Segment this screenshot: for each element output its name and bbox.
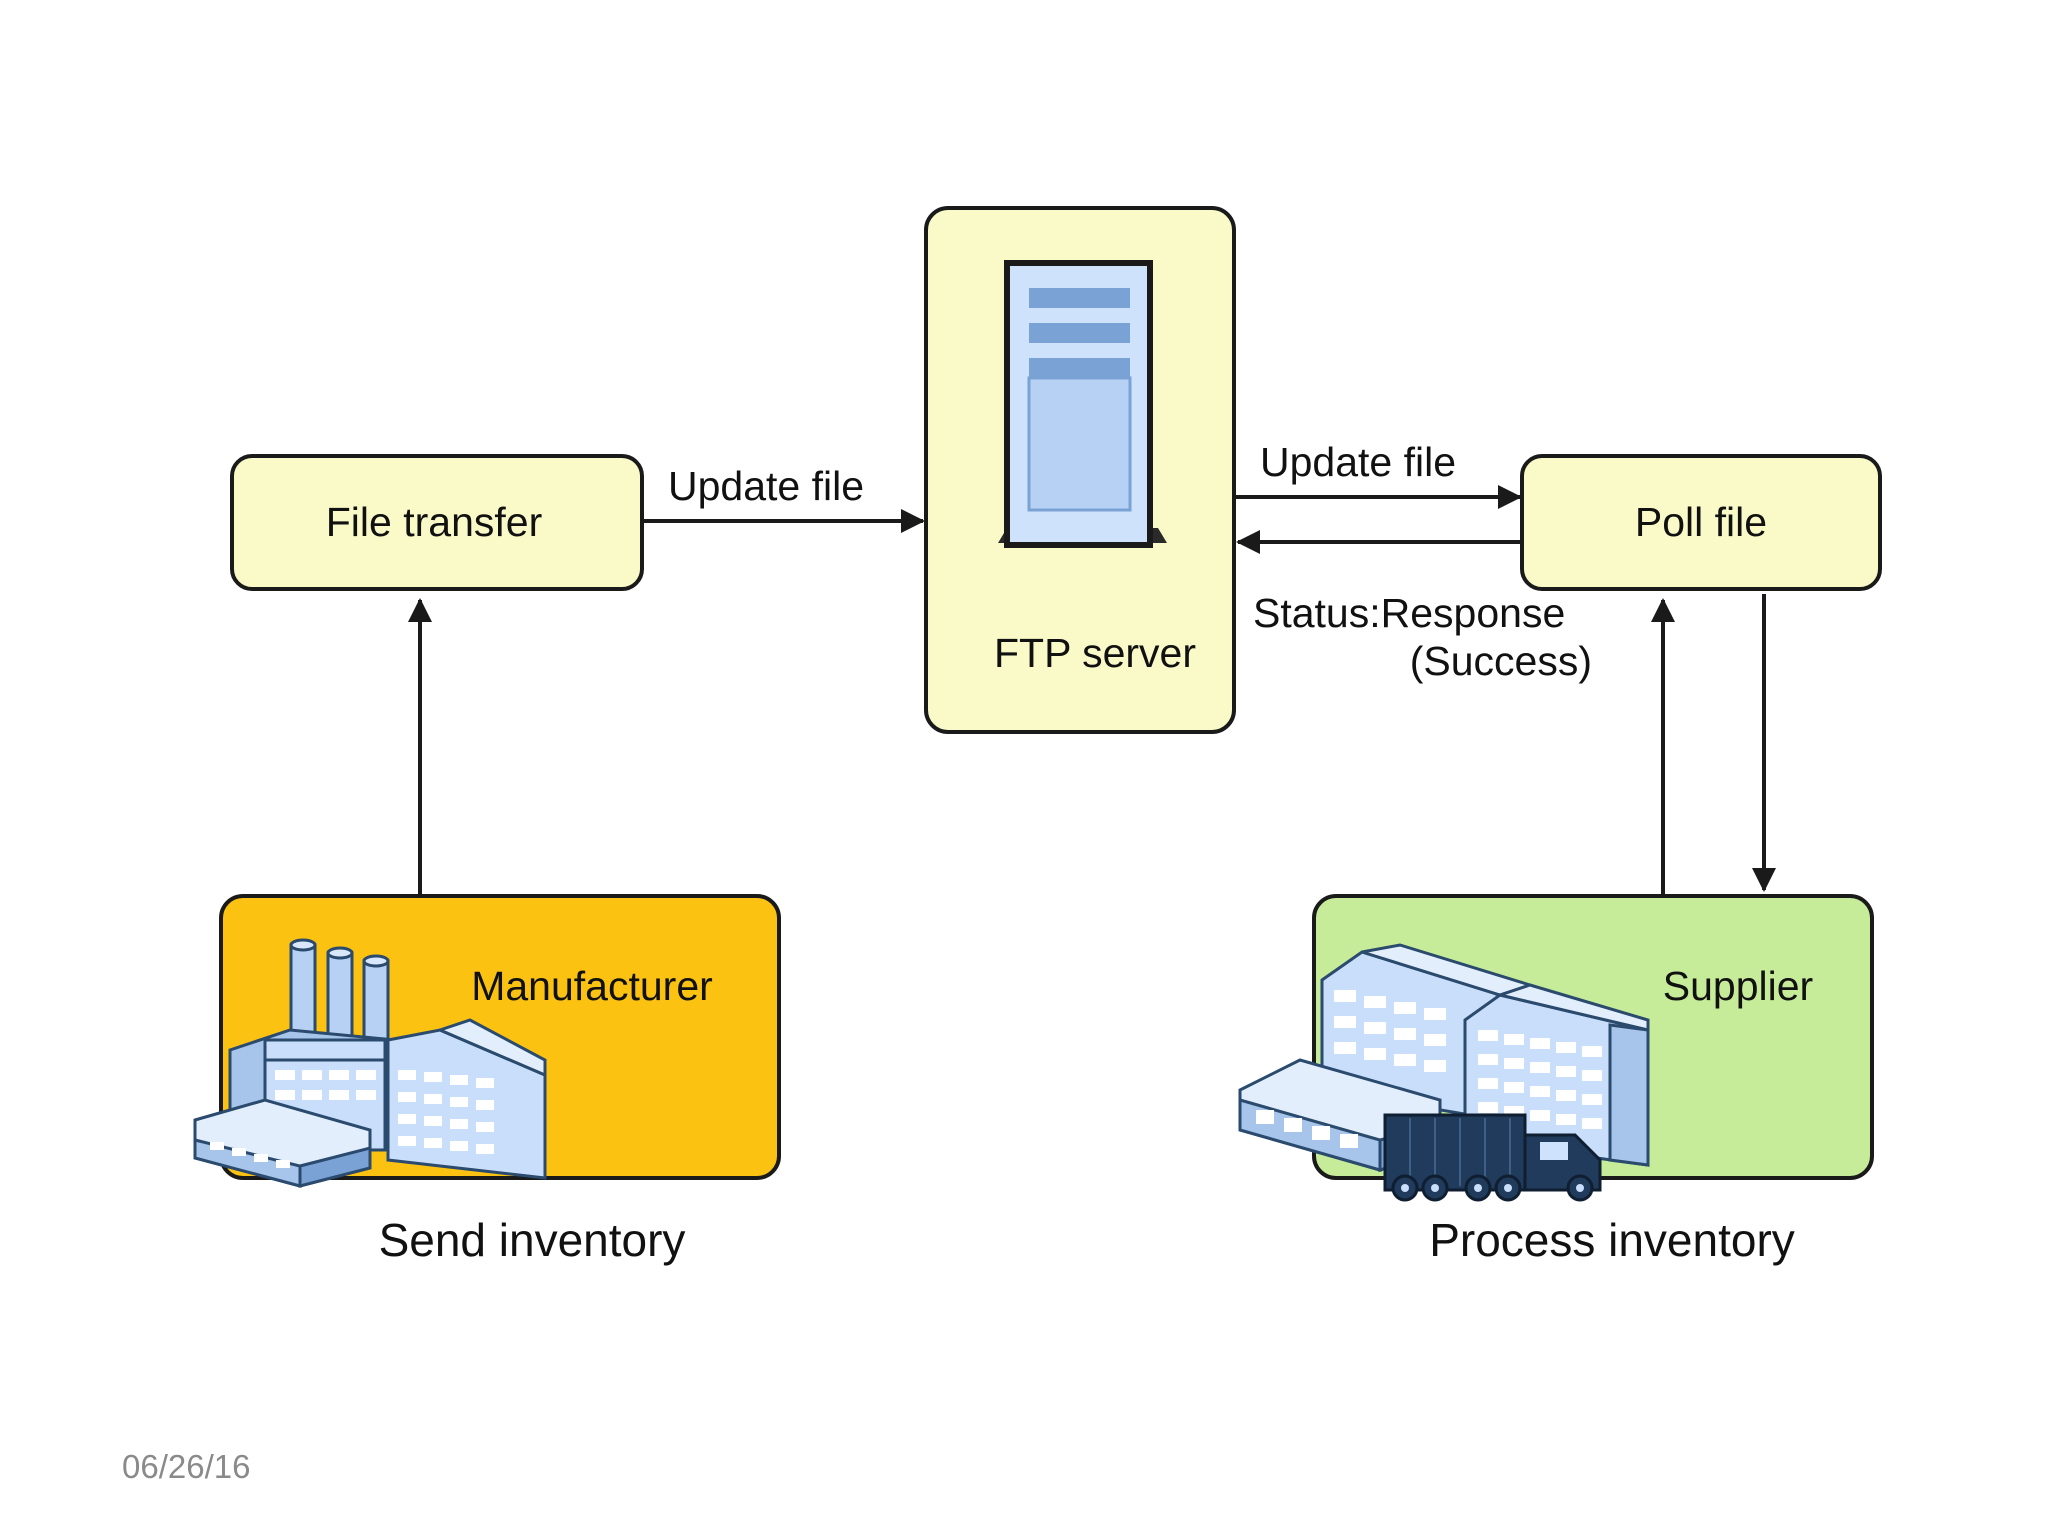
ftp-server-label: FTP server: [994, 630, 1196, 676]
update-file-label-left: Update file: [668, 463, 864, 509]
status-success-label: (Success): [1410, 638, 1592, 684]
connectors: [408, 485, 1776, 895]
factory-icon: [193, 938, 547, 1188]
file-transfer-node: File transfer: [230, 454, 644, 591]
server-tower-icon: [998, 260, 1167, 548]
truck-icon: [1383, 1113, 1602, 1202]
ftp-server-node: FTP server: [924, 206, 1236, 734]
process-inventory-caption: Process inventory: [1429, 1214, 1795, 1266]
file-transfer-label: File transfer: [326, 499, 542, 545]
supplier-label: Supplier: [1663, 963, 1813, 1009]
footer-date: 06/26/16: [122, 1448, 250, 1485]
send-inventory-caption: Send inventory: [379, 1214, 686, 1266]
manufacturer-label: Manufacturer: [471, 963, 713, 1009]
poll-file-node: Poll file: [1520, 454, 1882, 591]
update-file-label-right: Update file: [1260, 439, 1456, 485]
manufacturer-node: Manufacturer: [193, 894, 781, 1188]
supplier-node: Supplier: [1238, 894, 1874, 1202]
status-response-label: Status:Response: [1253, 590, 1565, 636]
poll-file-label: Poll file: [1635, 499, 1767, 545]
